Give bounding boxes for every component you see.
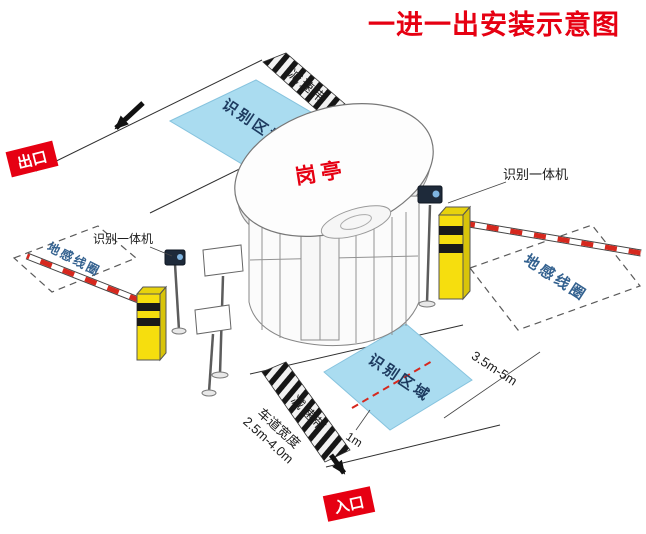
sign-pole: [207, 333, 215, 393]
cabinet-stripe: [439, 244, 463, 253]
display-sign-2: [194, 304, 232, 397]
reader-left-label: 识别一体机: [93, 232, 153, 246]
trigger-line: [351, 359, 435, 409]
reader-label-right: 识别一体机: [447, 167, 568, 204]
dimension-area-offset: 1m: [343, 409, 371, 450]
exit-badge: 出口: [5, 140, 59, 178]
leader-line: [149, 246, 173, 257]
cabinet-side: [462, 205, 471, 301]
leader-line: [447, 181, 507, 204]
entrance-badge: 入口: [322, 486, 376, 522]
sign-board: [202, 244, 244, 277]
speed-bump-bottom-band: [261, 361, 351, 463]
reader-camera-left: [164, 249, 187, 335]
booth-roof-vent: [320, 205, 392, 239]
reader-label-left: 识别一体机: [93, 232, 173, 257]
dimension-loop-distance-label: 3.5m-5m: [469, 348, 520, 389]
camera-pole: [173, 263, 181, 331]
barrier-gate-left: [25, 252, 168, 362]
barrier-arm-stripes: [26, 253, 142, 304]
sign-board: [194, 304, 232, 335]
exit-badge-box: [5, 140, 59, 178]
recognition-area-top: 识别区域: [168, 79, 335, 168]
leader-line: [355, 409, 371, 431]
camera-icon: [417, 185, 443, 204]
entry-lane-edge-lower: [325, 424, 501, 468]
cabinet-stripe: [137, 318, 160, 326]
ground-loop-right-label: 地感线圈: [521, 251, 591, 305]
recognition-area-bottom: 识别区域: [323, 323, 473, 431]
cabinet-stripe: [439, 226, 463, 235]
guard-booth: 岗亭: [234, 103, 434, 347]
exit-lane-edge-upper: [35, 59, 263, 172]
recognition-area-bottom-zone: [323, 323, 473, 431]
diagram-title: 一进一出安装示意图: [368, 9, 620, 40]
barrier-gate-right: [437, 205, 642, 301]
reader-right-label: 识别一体机: [503, 167, 568, 182]
booth-roof-vent-inner: [340, 214, 372, 230]
dimension-line: [443, 351, 541, 419]
entrance-badge-box: [322, 486, 376, 522]
camera-icon: [164, 249, 186, 266]
camera-base: [418, 300, 436, 308]
camera-pole: [425, 204, 432, 304]
cabinet-side: [159, 285, 167, 362]
cabinet-stripe: [137, 303, 160, 311]
reader-camera-right: [417, 185, 443, 308]
barrier-arm-stripes: [462, 220, 642, 256]
sign-base: [211, 371, 229, 379]
camera-lens: [177, 254, 183, 260]
exit-direction-arrow: [114, 101, 145, 130]
sign-base: [201, 389, 217, 397]
entrance-badge-label: 入口: [333, 494, 366, 517]
entrance-direction-arrow: [328, 453, 347, 475]
camera-base: [171, 327, 187, 335]
camera-lens: [432, 190, 440, 198]
